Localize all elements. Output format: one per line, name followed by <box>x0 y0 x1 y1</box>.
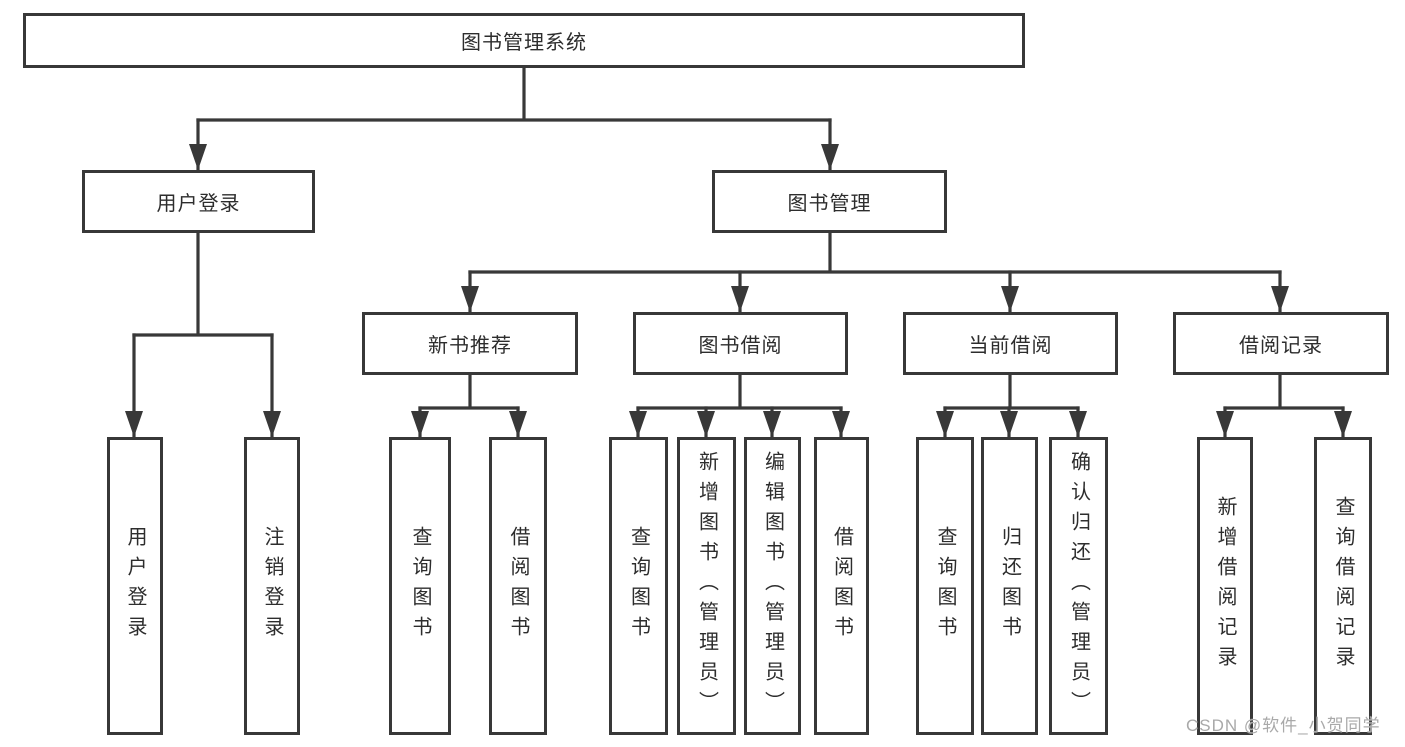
leaf-add-borrow-record-label: 新增借阅记录 <box>1214 496 1236 676</box>
leaf-query-books-recommend: 查询图书 <box>389 437 451 735</box>
leaf-query-books-current-label: 查询图书 <box>934 526 956 646</box>
leaf-logout-label: 注销登录 <box>261 526 283 646</box>
leaf-query-borrow-record-label: 查询借阅记录 <box>1332 496 1354 676</box>
leaf-query-books-current: 查询图书 <box>916 437 974 735</box>
leaf-query-books-recommend-label: 查询图书 <box>409 526 431 646</box>
leaf-borrow-books-borrow: 借阅图书 <box>814 437 869 735</box>
leaf-confirm-return-admin: 确认归还（管理员） <box>1049 437 1108 735</box>
node-root: 图书管理系统 <box>23 13 1025 68</box>
connector-book-borrow-rail <box>636 373 843 410</box>
leaf-user-login: 用户登录 <box>107 437 163 735</box>
connector-borrow-records-rail <box>1223 373 1345 410</box>
node-book-management: 图书管理 <box>712 170 947 233</box>
leaf-query-borrow-record: 查询借阅记录 <box>1314 437 1372 735</box>
leaf-logout: 注销登录 <box>244 437 300 735</box>
leaf-borrow-books-recommend: 借阅图书 <box>489 437 547 735</box>
leaf-user-login-label: 用户登录 <box>124 526 146 646</box>
leaf-return-books: 归还图书 <box>981 437 1038 735</box>
leaf-add-books-admin: 新增图书（管理员） <box>677 437 736 735</box>
leaf-return-books-label: 归还图书 <box>998 526 1021 646</box>
node-new-book-recommend: 新书推荐 <box>362 312 578 375</box>
node-current-borrow: 当前借阅 <box>903 312 1118 375</box>
node-user-login: 用户登录 <box>82 170 315 233</box>
connector-new-book-rail <box>418 373 520 410</box>
connector-root-rail <box>196 66 832 122</box>
connector-current-borrow-rail <box>943 373 1080 410</box>
node-borrow-records: 借阅记录 <box>1173 312 1389 375</box>
connector-book-management-rail <box>468 231 1282 274</box>
leaf-query-books-borrow-label: 查询图书 <box>627 526 650 646</box>
node-book-borrow: 图书借阅 <box>633 312 848 375</box>
leaf-confirm-return-admin-label: 确认归还（管理员） <box>1067 451 1090 721</box>
leaf-borrow-books-recommend-label: 借阅图书 <box>507 526 529 646</box>
leaf-edit-books-admin: 编辑图书（管理员） <box>744 437 801 735</box>
leaf-add-books-admin-label: 新增图书（管理员） <box>695 451 718 721</box>
leaf-edit-books-admin-label: 编辑图书（管理员） <box>761 451 784 721</box>
csdn-watermark: CSDN @软件_小贺同学 <box>1186 716 1381 735</box>
leaf-borrow-books-borrow-label: 借阅图书 <box>830 526 853 646</box>
leaf-add-borrow-record: 新增借阅记录 <box>1197 437 1253 735</box>
leaf-query-books-borrow: 查询图书 <box>609 437 668 735</box>
connector-user-login-rail <box>132 231 274 337</box>
